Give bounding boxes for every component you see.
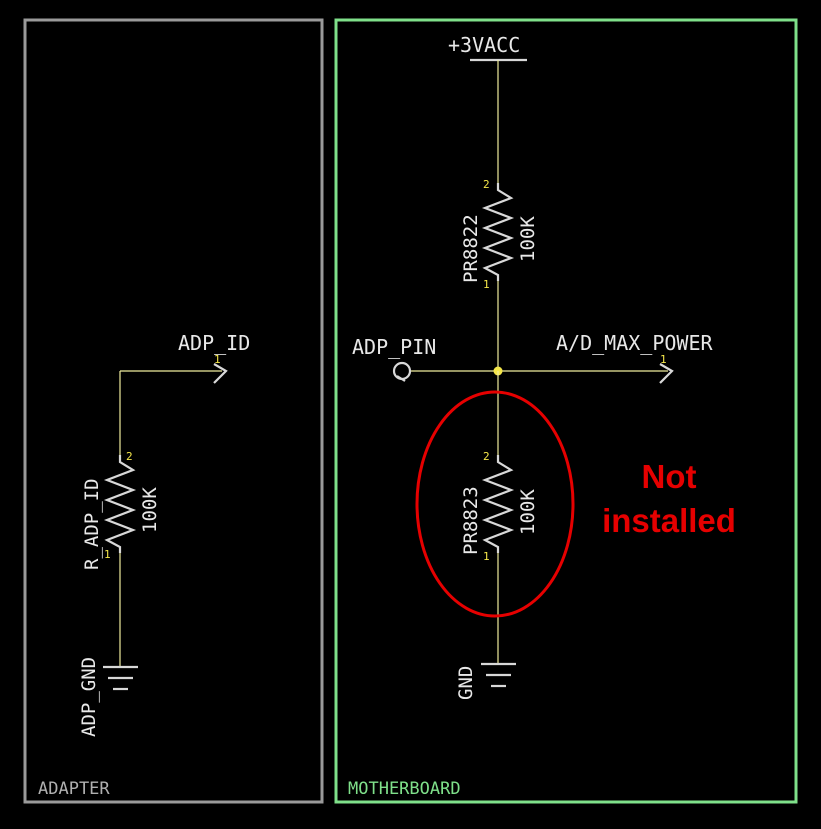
- r-adp-id-pin2: 2: [126, 450, 133, 463]
- adp-gnd-label: ADP_GND: [78, 657, 100, 737]
- pr8823-value: 100K: [517, 489, 539, 535]
- motherboard-box-label: MOTHERBOARD: [348, 779, 461, 799]
- not-installed-highlight-ellipse: [415, 390, 575, 618]
- adp-pin-connector: [392, 361, 412, 381]
- adp-id-net-label: ADP_ID: [178, 331, 250, 355]
- pr8823-pin1: 1: [483, 550, 490, 563]
- motherboard-box: [334, 18, 798, 804]
- pr8822-pin1: 1: [483, 278, 490, 291]
- adapter-box: [23, 18, 324, 804]
- adapter-circuit: ADP_ID 1 2 1 R_ADP_ID 100K ADP_GND: [78, 331, 250, 737]
- adc-offpage-arrow: [659, 363, 674, 384]
- pr8822-pin2: 2: [483, 178, 490, 191]
- not-installed-note-line1: Not: [642, 458, 697, 495]
- pr8822-ref: PR8822: [460, 214, 482, 283]
- r-adp-id-resistor: [103, 455, 137, 553]
- pr8822-resistor: [481, 183, 515, 281]
- adp-id-arrow-pin: 1: [214, 353, 221, 366]
- not-installed-note-line2: installed: [602, 502, 736, 539]
- adp-gnd-symbol: [103, 665, 138, 691]
- motherboard-circuit: +3VACC 2 1 PR8822 100K ADP_PIN A/D_MAX_P…: [352, 33, 713, 700]
- power-rail-label: +3VACC: [448, 33, 520, 57]
- r-adp-id-value: 100K: [139, 487, 161, 533]
- adp-pin-connector-tick: [396, 375, 406, 382]
- gnd-symbol: [481, 662, 516, 688]
- pr8823-pin2: 2: [483, 450, 490, 463]
- pr8823-ref: PR8823: [460, 486, 482, 555]
- pr8823-resistor: [481, 455, 515, 553]
- adc-net-label: A/D_MAX_POWER: [556, 331, 713, 355]
- adp-pin-label: ADP_PIN: [352, 335, 436, 359]
- adc-arrow-pin: 1: [660, 353, 667, 366]
- r-adp-id-ref: R_ADP_ID: [81, 478, 103, 570]
- r-adp-id-pin1: 1: [104, 548, 111, 561]
- adp-id-offpage-arrow: [213, 363, 228, 384]
- pr8822-value: 100K: [517, 216, 539, 262]
- gnd-label: GND: [455, 666, 477, 700]
- adapter-box-label: ADAPTER: [38, 779, 110, 799]
